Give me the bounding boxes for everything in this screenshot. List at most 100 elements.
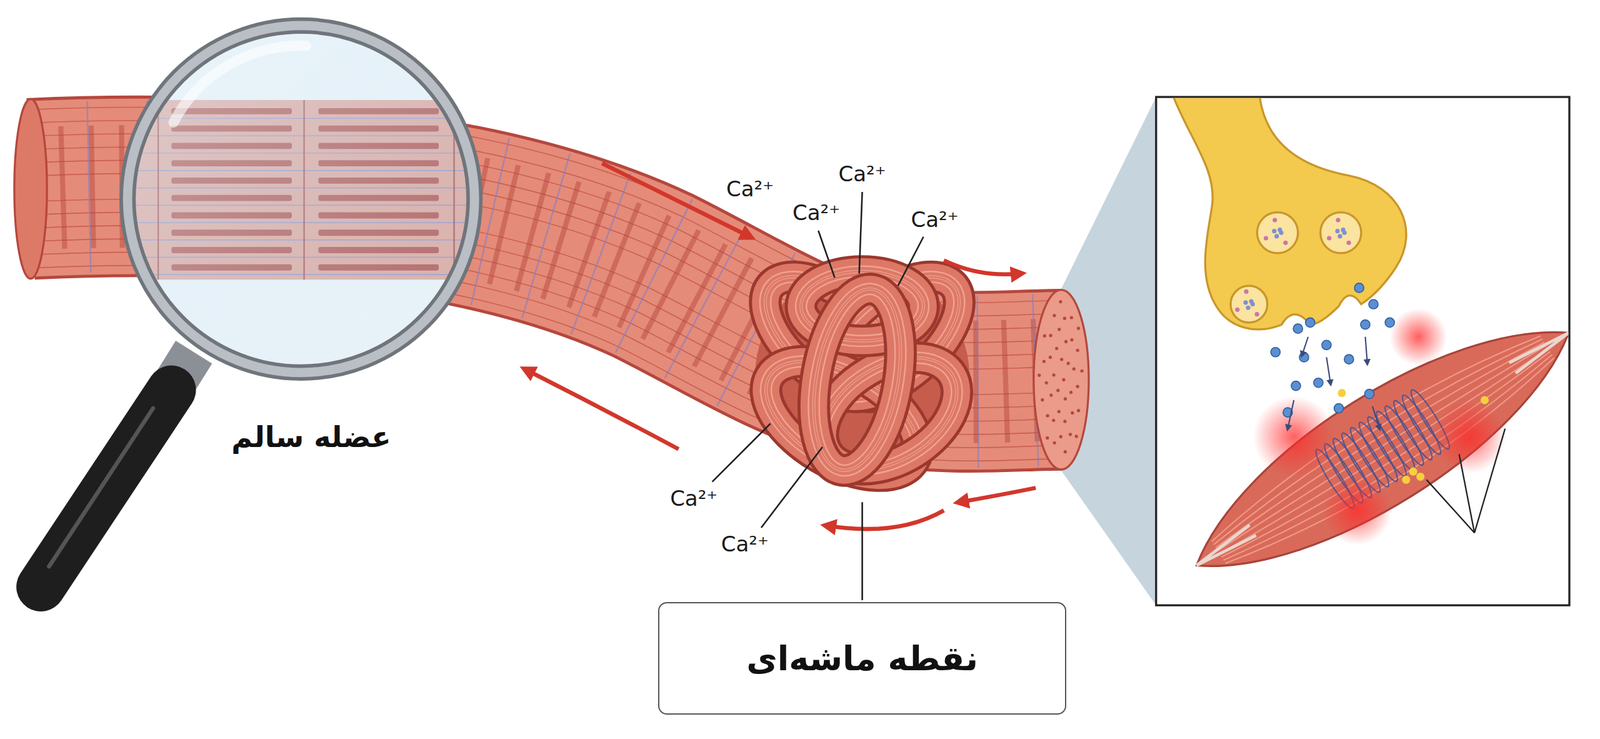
pointer-line (1426, 479, 1475, 533)
myofibril-dot (1053, 441, 1057, 445)
myofibril-dot (1076, 408, 1080, 412)
neurotransmitter (1243, 289, 1249, 294)
acetylcholine (1293, 323, 1303, 334)
knot-loop (801, 281, 914, 477)
myofibril-dot (1055, 346, 1059, 350)
myofibril-dot (1058, 300, 1062, 304)
leader-line (861, 501, 864, 600)
neurotransmitter (1263, 235, 1269, 240)
inflammation-glow (1322, 475, 1392, 545)
release-arrow (1365, 336, 1367, 364)
myofibril-dot (1052, 313, 1056, 317)
myofibril-dot (1076, 348, 1080, 352)
leader-line (898, 236, 924, 286)
myofibril-dot (1063, 419, 1067, 423)
neurotransmitter (1326, 235, 1332, 240)
lens-glass (122, 20, 490, 389)
pointer-line (1459, 454, 1475, 534)
leader-line (818, 230, 835, 278)
myofibril-dot (1042, 359, 1046, 363)
fibril-line (1225, 357, 1565, 580)
tension-arrow (826, 510, 944, 529)
release-arrow (1326, 356, 1331, 384)
myofibril-dot (1080, 369, 1084, 373)
tension-arrow (525, 369, 679, 449)
myofibril-dot (1045, 381, 1049, 385)
neurotransmitter (1346, 240, 1351, 245)
release-arrow (1287, 400, 1294, 429)
axon-terminal (1171, 98, 1407, 330)
synaptic-vesicle (1230, 285, 1268, 323)
myofibril-dot (1056, 388, 1060, 392)
myofibril-dot (1072, 366, 1076, 370)
myofibril-dot (1070, 338, 1074, 342)
myofibril-dot (1045, 436, 1049, 440)
myofibril-dot (1037, 373, 1041, 377)
metabolite-dot (1337, 388, 1346, 397)
fibril-line (1207, 328, 1543, 545)
myofibril-dot (1049, 393, 1053, 397)
cross-section-dots (1037, 300, 1084, 454)
acetylcholine (1344, 354, 1354, 364)
neurotransmitter (1337, 233, 1342, 239)
myofibril-dot (1066, 361, 1070, 365)
fiber-end (14, 98, 47, 279)
myofibril-dot (1075, 434, 1079, 438)
acetylcholine (1270, 347, 1280, 357)
neurotransmitter (1248, 298, 1254, 304)
tension-arrow (943, 260, 1020, 274)
neurotransmitter (1272, 218, 1277, 223)
fibril-line (1216, 343, 1547, 551)
myofibril-dot (1070, 411, 1074, 415)
myofibril-dot (1061, 378, 1065, 382)
fibril-line (1211, 336, 1545, 548)
region-label: عضله سالم (231, 420, 391, 454)
myofibril-dot (1051, 418, 1055, 422)
myofibril-dot (1048, 333, 1052, 337)
tension-arrow (959, 487, 1036, 502)
leader-line (761, 446, 823, 528)
acetylcholine (1360, 320, 1370, 330)
callout-box: نقطه ماشه‌ای (658, 601, 1067, 715)
lens-rim (127, 25, 475, 373)
myofibril-dot (1063, 450, 1067, 454)
neurotransmitter (1277, 227, 1282, 232)
release-arrow (1301, 336, 1309, 355)
myofibril-dot (1048, 355, 1052, 359)
acetylcholine (1305, 317, 1315, 327)
myofibril-dot (1046, 413, 1050, 417)
acetylcholine (1368, 299, 1379, 309)
myofibril-dot (1059, 435, 1063, 439)
myofibril-dot (1040, 398, 1044, 402)
acetylcholine (1313, 378, 1324, 388)
lens-ground (122, 20, 490, 389)
ion-label: Ca²⁺ (838, 161, 887, 187)
lens-rim (127, 25, 475, 373)
myofibril-dot (1070, 315, 1074, 319)
ion-label: Ca²⁺ (670, 485, 718, 511)
acetylcholine (1364, 389, 1374, 399)
knot-loop (801, 281, 914, 477)
neurotransmitter (1335, 228, 1340, 234)
muscle-cell (1167, 286, 1569, 605)
synaptic-vesicle (1320, 212, 1362, 254)
ion-label: Ca²⁺ (721, 531, 769, 557)
acetylcholine (1321, 340, 1332, 350)
metabolite-dot (1416, 472, 1425, 481)
fiber-cross-section (1033, 290, 1089, 470)
fibril-line (1223, 354, 1560, 572)
acetylcholine (1385, 317, 1395, 327)
myofibril-dot (1069, 390, 1073, 394)
myofibril-dot (1057, 327, 1061, 331)
acetylcholine (1291, 381, 1301, 391)
neurotransmitter (1340, 227, 1345, 232)
ion-label: Ca²⁺ (726, 176, 774, 202)
synapse-inset (1167, 98, 1569, 605)
knot-loop (801, 281, 914, 477)
myofibril-dot (1057, 410, 1061, 414)
handle-highlight (48, 408, 154, 567)
myofibril-dot (1064, 340, 1068, 344)
myofibril-dot (1075, 385, 1079, 389)
myofibril-dot (1068, 432, 1072, 436)
